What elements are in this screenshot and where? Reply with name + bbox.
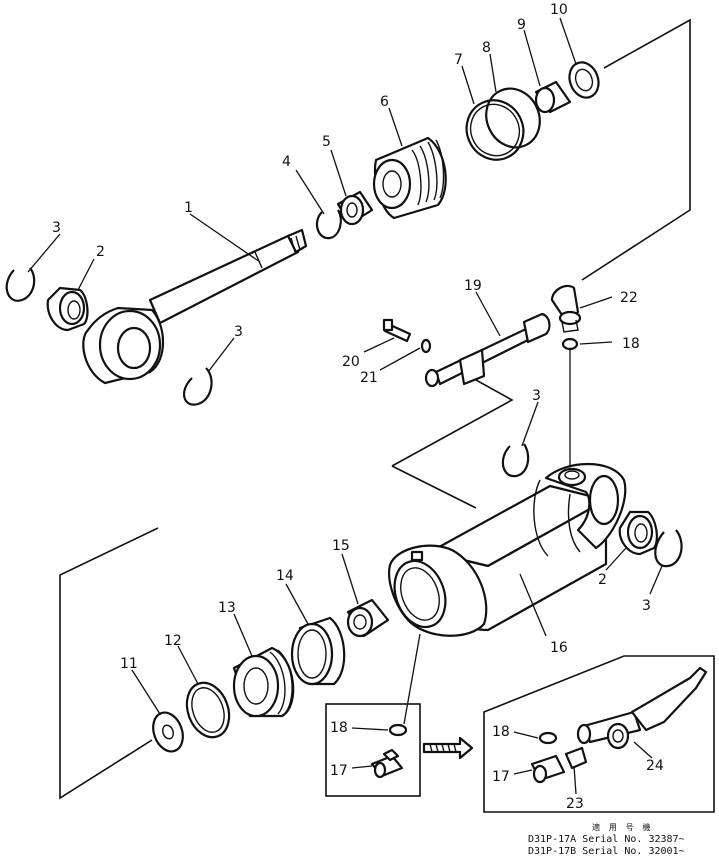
serial-number: 32001~ (648, 846, 685, 857)
part-seal-rings (465, 87, 541, 161)
callout-10: 10 (550, 2, 568, 18)
part-elbow (550, 284, 582, 333)
callout-4: 4 (282, 154, 291, 170)
part-rod-guide (372, 136, 447, 220)
callout-3: 3 (234, 324, 243, 340)
callout-6: 6 (380, 94, 389, 110)
callout-2: 2 (96, 244, 105, 260)
serial-applicability: 適 用 号 機 D31P-17A Serial No. 32387~ D31P-… (528, 822, 685, 858)
callout-14: 14 (276, 568, 294, 584)
callout-17: 17 (330, 763, 348, 779)
detail-box-left (325, 633, 421, 797)
part-dust-seal (568, 61, 600, 99)
part-bearing (336, 190, 374, 226)
leader-lines (27, 17, 663, 795)
callout-16: 16 (550, 640, 568, 656)
part-wear-ring (290, 616, 346, 686)
part-bushing-upper (46, 286, 89, 332)
callout-13: 13 (218, 600, 236, 616)
part-bushing-small (534, 80, 572, 114)
callout-24: 24 (646, 758, 664, 774)
serial-row: D31P-17B Serial No. 32001~ (528, 846, 685, 858)
callout-18: 18 (330, 720, 348, 736)
detail-box-right (483, 655, 715, 813)
part-washer (420, 338, 432, 354)
serial-label: Serial No. (582, 834, 643, 845)
callout-18: 18 (622, 336, 640, 352)
serial-label: Serial No. (582, 846, 643, 857)
serial-model: D31P-17A (528, 834, 577, 845)
callout-1: 1 (184, 200, 193, 216)
part-nut (346, 598, 390, 638)
part-piston-seal (185, 681, 231, 739)
callout-labels: 1 2 3 3 4 5 6 7 8 9 10 11 12 13 14 15 16… (52, 2, 664, 812)
guide-lines (59, 18, 691, 800)
callout-7: 7 (454, 52, 463, 68)
serial-number: 32387~ (648, 834, 685, 845)
callout-3: 3 (532, 388, 541, 404)
callout-5: 5 (322, 134, 331, 150)
callout-3: 3 (52, 220, 61, 236)
direction-arrow (422, 736, 474, 760)
part-cylinder-tube (388, 462, 627, 637)
callout-23: 23 (566, 796, 584, 812)
part-bushing-lower (618, 510, 658, 556)
part-bolt (382, 318, 412, 343)
part-piston (232, 646, 295, 718)
part-oring-upper (561, 337, 579, 351)
callout-20: 20 (342, 354, 360, 370)
part-pipe (424, 312, 551, 388)
callout-22: 22 (620, 290, 638, 306)
part-snap-rings-lower (501, 443, 683, 568)
callout-15: 15 (332, 538, 350, 554)
callout-8: 8 (482, 40, 491, 56)
callout-19: 19 (464, 278, 482, 294)
callout-2: 2 (598, 572, 607, 588)
callout-12: 12 (164, 633, 182, 649)
callout-11: 11 (120, 656, 138, 672)
part-rod (82, 228, 308, 385)
callout-21: 21 (360, 370, 378, 386)
part-snap-rings-upper (5, 209, 342, 406)
callout-18: 18 (492, 724, 510, 740)
callout-3: 3 (642, 598, 651, 614)
serial-header: 適 用 号 機 (592, 823, 653, 832)
callout-9: 9 (517, 17, 526, 33)
part-flat-washer (152, 711, 184, 753)
serial-model: D31P-17B (528, 846, 577, 857)
callout-17: 17 (492, 769, 510, 785)
serial-row: D31P-17A Serial No. 32387~ (528, 834, 685, 846)
